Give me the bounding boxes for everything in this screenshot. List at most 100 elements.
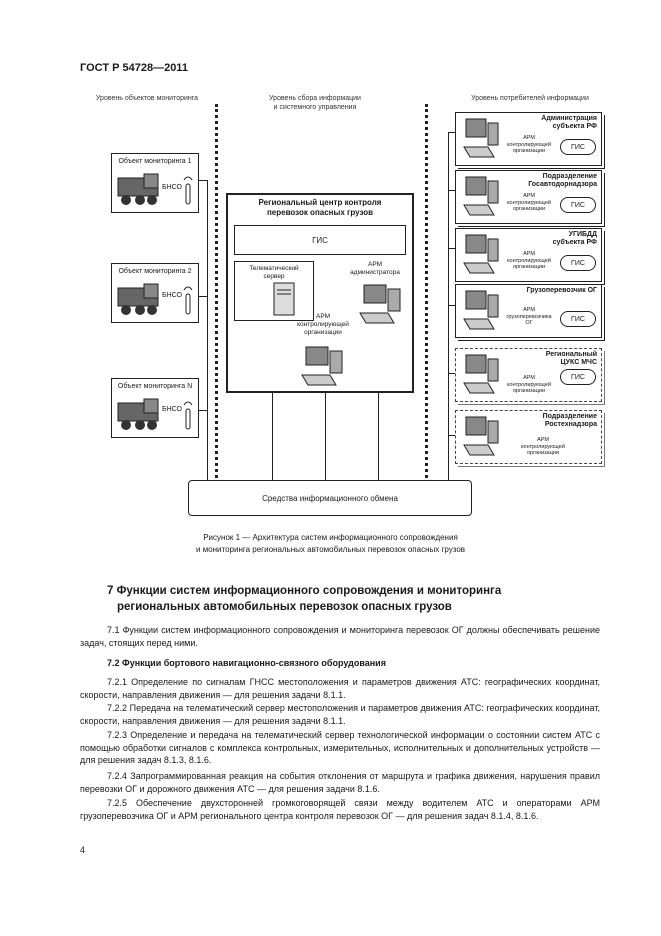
consumer-gis: ГИС (560, 197, 596, 213)
monitoring-object-2: Объект мониторинга 2 БНСО (111, 263, 199, 323)
consumer-link-6 (448, 435, 456, 436)
admin-label: АРМ администратора (340, 261, 410, 277)
antenna-icon (183, 176, 193, 205)
consumer-link-2 (448, 190, 456, 191)
center-arm-line1: АРМ (315, 313, 330, 320)
object-bus-line (207, 180, 208, 480)
admin-label-line2: администратора (350, 269, 400, 276)
level-label-collection: Уровень сбора информации и системного уп… (240, 94, 390, 112)
page-number: 4 (80, 845, 86, 855)
arm-line3: организации (512, 148, 546, 154)
regional-center-title: Региональный центр контроля перевозок оп… (228, 198, 412, 218)
consumer-title-line1: Грузоперевозчик ОГ (526, 287, 597, 294)
computer-icon (463, 234, 499, 274)
arm-line3: ОГ (525, 320, 533, 326)
paragraph-7-2-4: 7.2.4 Запрограммированная реакция на соб… (80, 771, 600, 794)
computer-icon (463, 176, 499, 216)
admin-label-line1: АРМ (367, 261, 382, 268)
regional-center-title-line2: перевозок опасных грузов (266, 208, 374, 217)
document-header: ГОСТ Р 54728—2011 (80, 62, 188, 74)
regional-center-title-line1: Региональный центр контроля (258, 198, 382, 207)
arm-line2: грузоперевозчика (506, 313, 552, 320)
consumer-gis: ГИС (560, 311, 596, 327)
computer-icon (301, 346, 343, 386)
consumer-link-4 (448, 305, 456, 306)
consumer-title-line2: Ростехнадзора (544, 421, 597, 428)
objectN-link (196, 410, 208, 411)
paragraph-7-2-2: 7.2.2 Передача на телематический сервер … (80, 703, 600, 726)
figure-caption: Рисунок 1 — Архитектура систем информаци… (0, 532, 661, 556)
section-title-line2: региональных автомобильных перевозок опа… (117, 601, 452, 613)
arm-line2: контролирующей (507, 257, 551, 264)
consumer-title-line1: Региональный (545, 351, 597, 358)
consumer-gis: ГИС (560, 369, 596, 385)
consumer-link-3 (448, 248, 456, 249)
paragraph-7-1: 7.1 Функции систем информационного сопро… (80, 625, 600, 648)
arm-line1: АРМ (523, 135, 535, 141)
consumer-title-line2: субъекта РФ (552, 123, 597, 130)
arm-line1: АРМ (523, 251, 535, 257)
consumer-bus-line (448, 132, 449, 480)
figure-caption-line2: и мониторинга региональных автомобильных… (195, 545, 466, 554)
arm-line1: АРМ (523, 375, 535, 381)
bnso-label: БНСО (162, 292, 182, 299)
consumer-title-line2: Госавтодорнадзора (528, 181, 597, 188)
center-arm-line3: организации (304, 329, 342, 336)
information-exchange-box: Средства информационного обмена (188, 480, 472, 516)
arm-line1: АРМ (523, 193, 535, 199)
section-title: 7 Функции систем информационного сопрово… (107, 583, 587, 615)
subsection-title-7-2: 7.2 Функции бортового навигационно-связн… (107, 658, 386, 668)
object-label: Объект мониторинга N (117, 383, 193, 390)
consumer-title-line2: ЦУКС МЧС (560, 359, 597, 366)
consumer-link-1 (448, 132, 456, 133)
consumer-gis: ГИС (560, 255, 596, 271)
admin-line (378, 330, 379, 480)
level-label-collection-line1: Уровень сбора информации (269, 95, 361, 102)
object1-link (196, 180, 208, 181)
antenna-icon (183, 401, 193, 430)
figure-caption-line1: Рисунок 1 — Архитектура систем информаци… (203, 533, 458, 542)
computer-icon (463, 290, 499, 330)
arm-line3: организации (512, 264, 546, 270)
separator-left (215, 104, 218, 484)
level-label-objects: Уровень объектов мониторинга (95, 95, 199, 102)
arm-line1: АРМ (523, 307, 535, 313)
server-label-line2: сервер (263, 273, 285, 280)
consumer-link-5 (448, 373, 456, 374)
server-icon (273, 282, 295, 316)
antenna-icon (183, 286, 193, 315)
regional-center: Региональный центр контроля перевозок оп… (226, 193, 414, 393)
arm-line3: организации (512, 206, 546, 212)
arm-line (325, 375, 326, 480)
arm-line3: организации (512, 388, 546, 394)
server-line (272, 318, 273, 480)
truck-icon (117, 283, 159, 315)
computer-icon (359, 284, 401, 324)
truck-icon (117, 398, 159, 430)
separator-right (425, 104, 428, 484)
section-title-line1: 7 Функции систем информационного сопрово… (107, 585, 502, 597)
consumer-title-line1: Подразделение (542, 173, 597, 180)
object2-link (196, 296, 208, 297)
object-label: Объект мониторинга 1 (118, 158, 192, 165)
consumer-title-line1: Администрация (541, 115, 597, 122)
consumer-gis: ГИС (560, 139, 596, 155)
telematic-server-box: Телематический сервер (234, 261, 314, 321)
bnso-label: БНСО (162, 184, 182, 191)
computer-icon (463, 416, 499, 456)
level-label-consumers: Уровень потребителей информации (471, 95, 589, 102)
